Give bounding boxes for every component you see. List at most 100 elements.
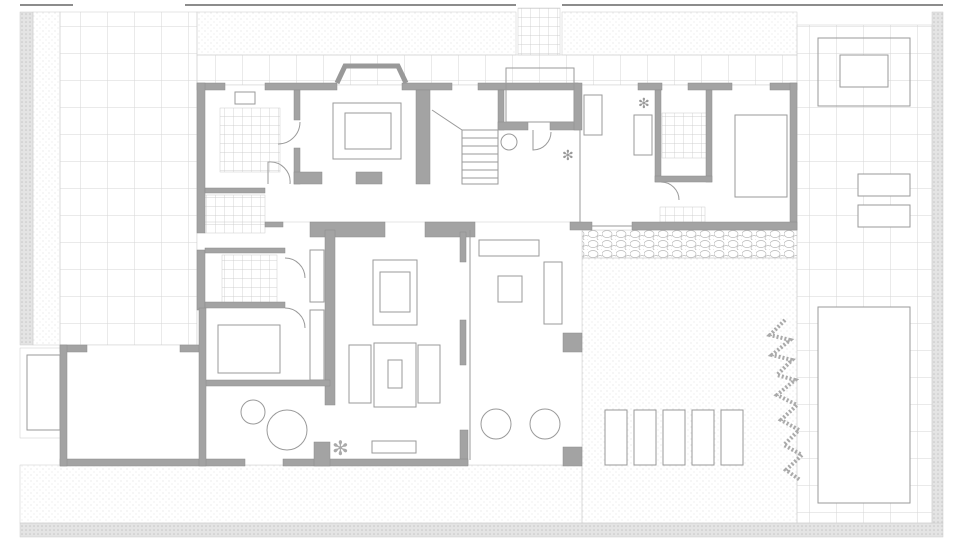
wall bbox=[198, 307, 207, 467]
wall bbox=[654, 175, 713, 183]
wardrobe bbox=[309, 309, 325, 381]
wall bbox=[562, 446, 583, 467]
wall bbox=[59, 344, 68, 467]
sun-lounger-icon bbox=[720, 409, 744, 466]
wall bbox=[293, 89, 301, 121]
stool bbox=[240, 399, 266, 425]
dining-table-icon bbox=[839, 54, 889, 88]
living-rug bbox=[373, 342, 417, 408]
wall bbox=[687, 82, 733, 91]
site bbox=[19, 7, 944, 538]
steps bbox=[517, 7, 561, 56]
hedge-plants bbox=[766, 318, 806, 482]
dining-rug bbox=[332, 102, 402, 160]
furniture bbox=[26, 37, 911, 504]
bay-window bbox=[334, 63, 409, 85]
shed bbox=[19, 347, 61, 439]
wall bbox=[415, 89, 431, 185]
walls bbox=[59, 82, 798, 467]
boundary-strip-bottom bbox=[19, 522, 944, 538]
desk bbox=[633, 114, 653, 156]
wall bbox=[631, 221, 798, 231]
wall bbox=[562, 332, 583, 353]
sofa-icon bbox=[417, 344, 441, 404]
garage bbox=[59, 344, 206, 466]
bath-tiles bbox=[659, 206, 706, 223]
coffee-table bbox=[497, 275, 523, 303]
wall bbox=[196, 82, 206, 234]
wall bbox=[789, 82, 798, 231]
wall bbox=[401, 82, 453, 91]
wall bbox=[293, 171, 323, 185]
lawn-left bbox=[32, 11, 61, 346]
wall bbox=[424, 221, 476, 238]
sun-lounger-icon bbox=[691, 409, 715, 466]
sun-lounger-icon bbox=[857, 204, 911, 228]
armchair bbox=[529, 408, 561, 440]
lawn-top-right bbox=[561, 11, 798, 56]
wall bbox=[264, 82, 338, 91]
wall bbox=[313, 441, 331, 467]
lawn-bottom bbox=[19, 464, 583, 524]
wall bbox=[477, 82, 579, 91]
kitchen-tiles bbox=[219, 107, 281, 173]
paved-terrace-top bbox=[196, 54, 798, 86]
lawn-top-left bbox=[196, 11, 517, 56]
tv-unit bbox=[371, 440, 417, 454]
boundary-strip-right bbox=[931, 11, 944, 524]
wall bbox=[196, 249, 206, 311]
wall bbox=[59, 458, 246, 467]
hall-tiles bbox=[204, 194, 266, 234]
wall bbox=[459, 319, 467, 366]
wall bbox=[204, 187, 266, 194]
wall bbox=[282, 458, 469, 467]
desk bbox=[583, 94, 603, 136]
coffee-table bbox=[387, 359, 403, 389]
sofa-icon bbox=[348, 344, 372, 404]
gravel-strip bbox=[581, 229, 798, 259]
armchair bbox=[480, 408, 512, 440]
pool-icon bbox=[817, 306, 911, 504]
wall bbox=[204, 247, 286, 254]
sun-lounger-icon bbox=[633, 409, 657, 466]
wall bbox=[264, 221, 284, 228]
elevator-shaft bbox=[505, 67, 575, 123]
lawn-garden bbox=[581, 257, 798, 524]
round-table bbox=[500, 133, 518, 151]
sun-lounger-icon bbox=[604, 409, 628, 466]
round-table bbox=[266, 409, 308, 451]
stair-icon bbox=[431, 109, 499, 185]
wall bbox=[355, 171, 383, 185]
plant-icon: ✻ bbox=[562, 147, 574, 163]
wall bbox=[637, 82, 663, 91]
wall bbox=[204, 379, 331, 387]
outdoor-dining-rug bbox=[817, 37, 911, 107]
wall bbox=[324, 229, 336, 406]
bath-tiles bbox=[661, 112, 708, 159]
shed-inner bbox=[26, 354, 61, 431]
plant-icon: ✻ bbox=[638, 95, 650, 111]
wall bbox=[459, 231, 467, 263]
bed-icon bbox=[217, 324, 281, 374]
table bbox=[379, 271, 411, 313]
living-rug bbox=[372, 259, 418, 326]
bed-icon bbox=[734, 114, 788, 198]
sofa-icon bbox=[543, 261, 563, 325]
wall bbox=[204, 301, 286, 309]
wall bbox=[309, 221, 386, 238]
bath-tiles bbox=[221, 254, 278, 304]
boundary-strip-left bbox=[19, 11, 34, 346]
sofa-icon bbox=[478, 239, 540, 257]
glazing bbox=[469, 130, 632, 460]
door-swing-icon bbox=[267, 121, 680, 329]
wall bbox=[497, 121, 529, 131]
kitchen-sink bbox=[234, 91, 256, 105]
sun-lounger-icon bbox=[662, 409, 686, 466]
details: ✻ ✻ ✻ bbox=[267, 63, 806, 482]
wall bbox=[569, 221, 593, 231]
plant-icon: ✻ bbox=[332, 438, 349, 460]
dining-table-icon bbox=[344, 112, 392, 150]
paved-terrace-left bbox=[59, 11, 198, 346]
wall bbox=[654, 89, 662, 183]
